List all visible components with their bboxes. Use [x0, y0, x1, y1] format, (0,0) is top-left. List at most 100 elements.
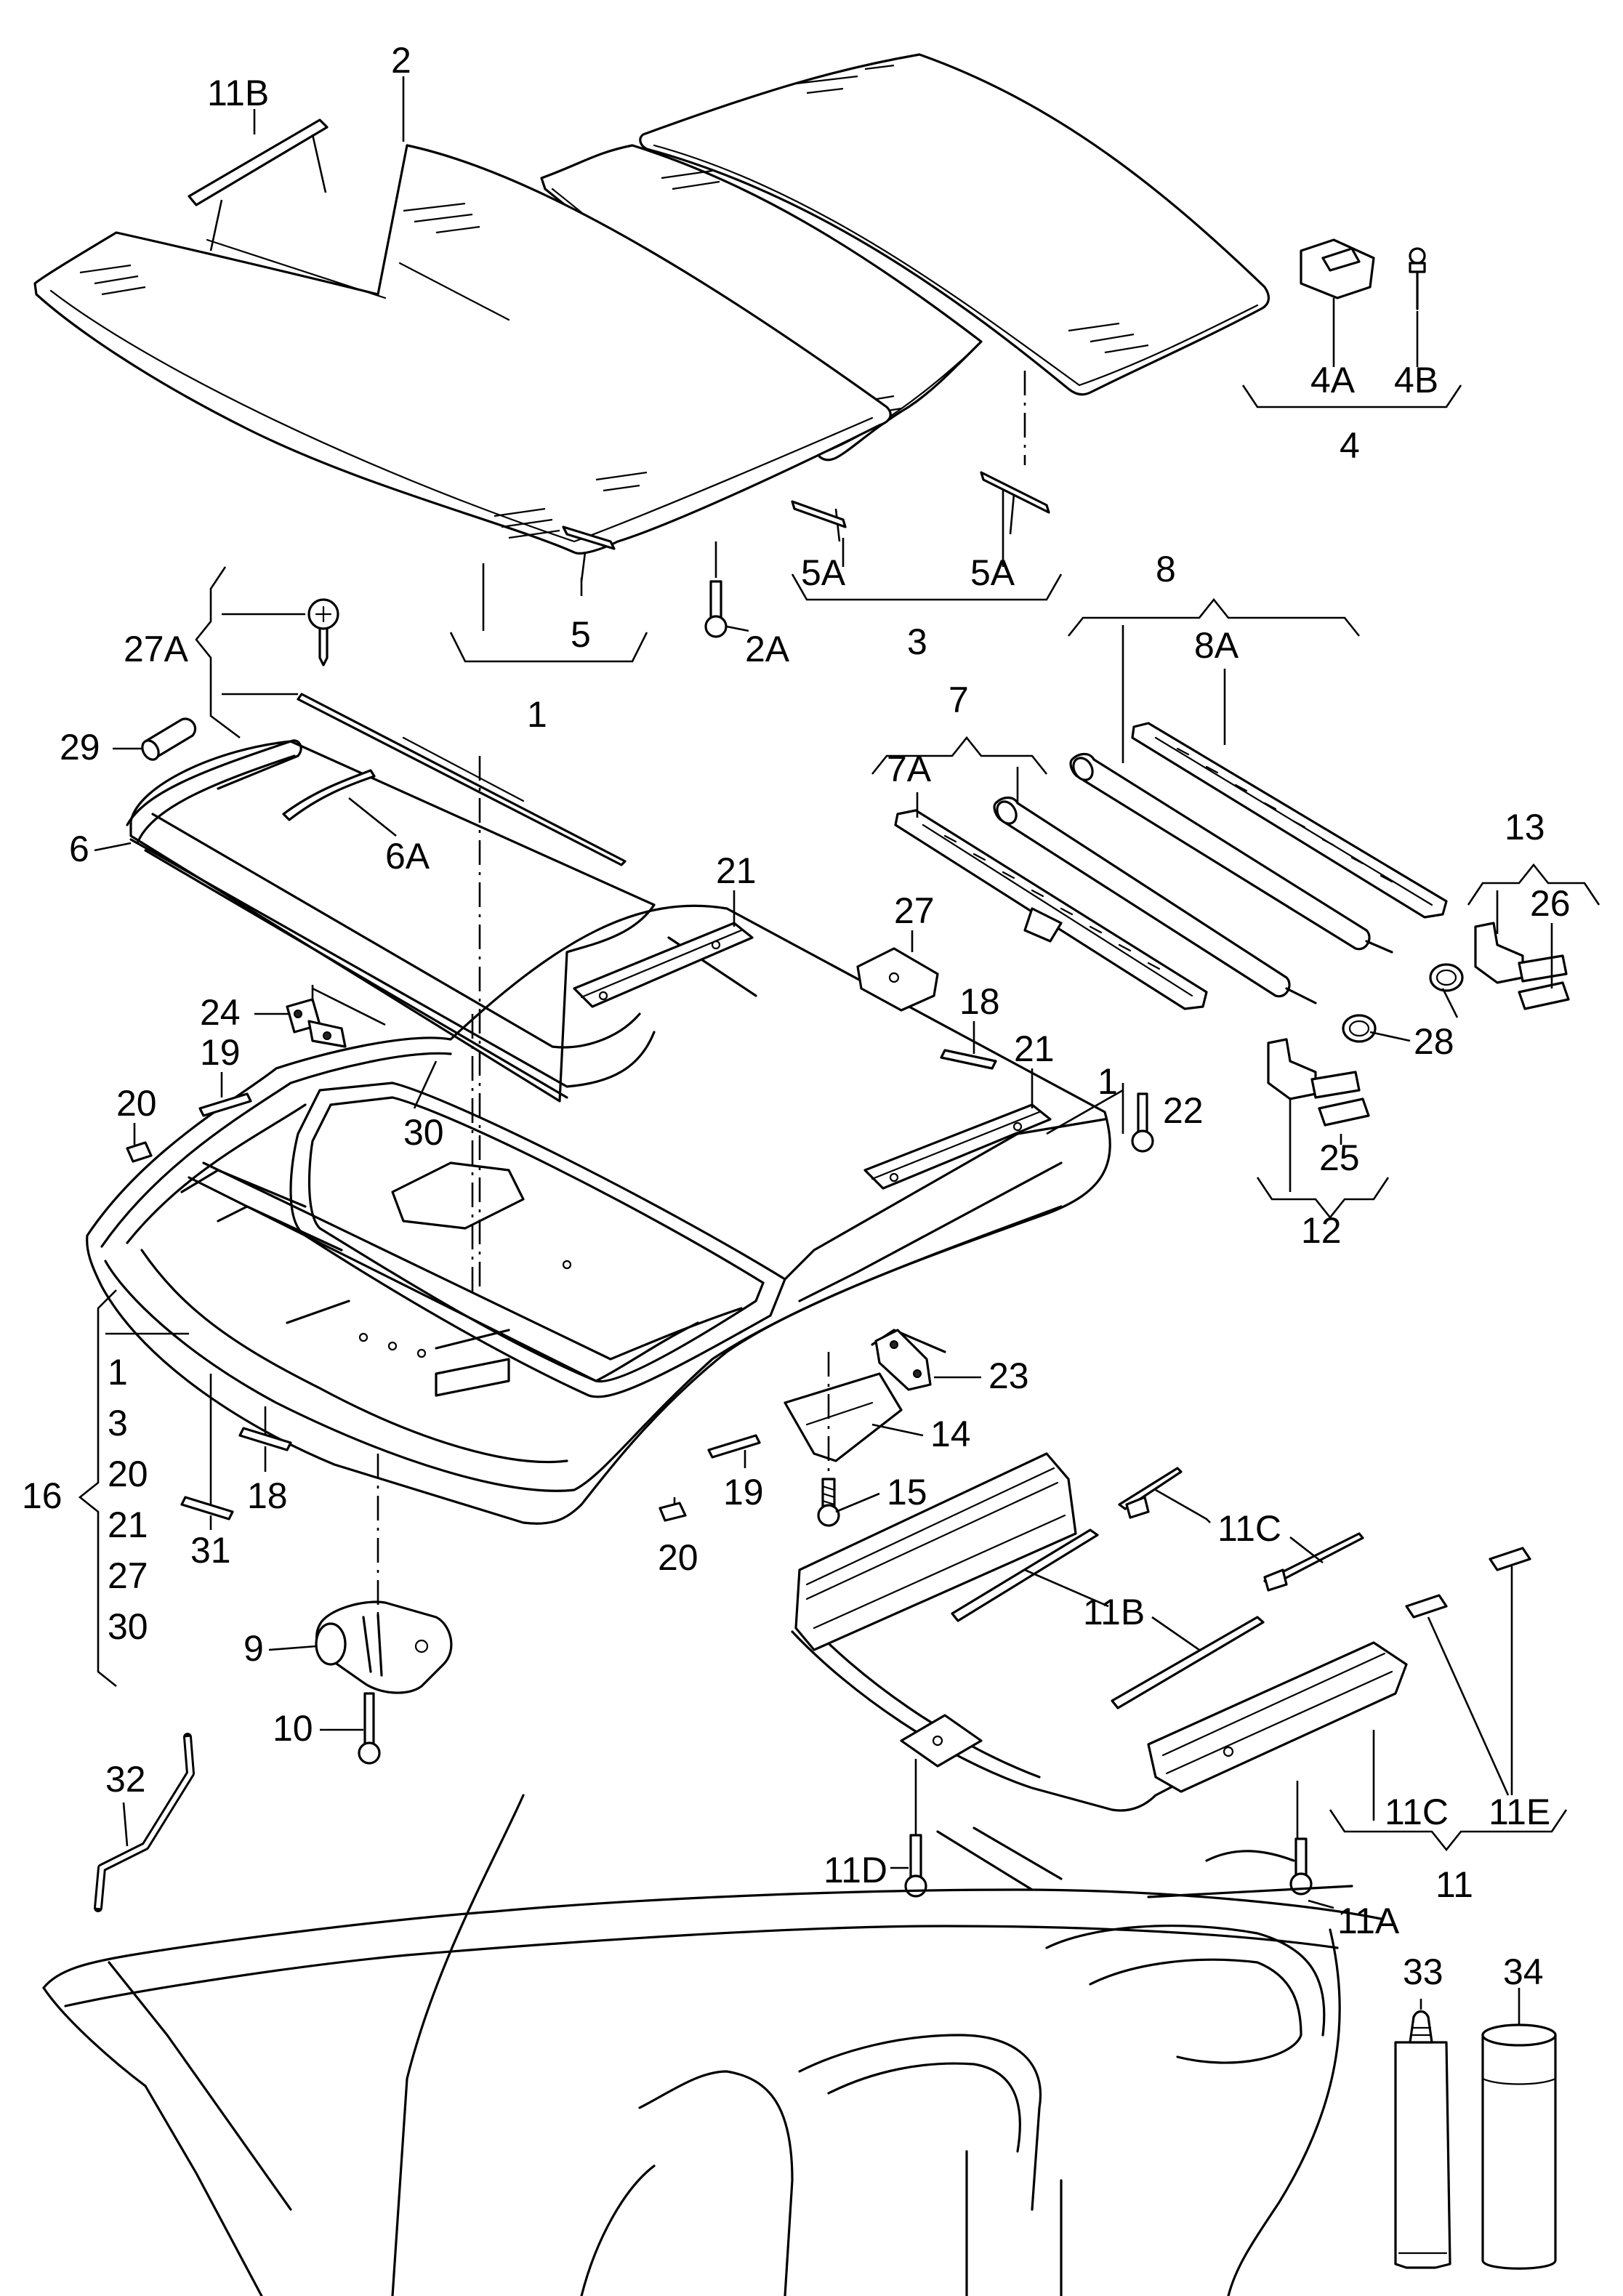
- bolt-22: [1131, 1092, 1154, 1153]
- glass-panel-rear: [639, 53, 1270, 396]
- label-21-mid: 21: [1014, 1028, 1055, 1069]
- label-16-20: 20: [108, 1454, 148, 1494]
- sunshade-roll-7: [993, 796, 1317, 1004]
- label-22: 22: [1163, 1090, 1204, 1131]
- bracket-24: [286, 998, 347, 1048]
- leader-lines: [78, 76, 1600, 2024]
- strip-27a: [297, 693, 627, 866]
- bolt-11d: [904, 1834, 927, 1898]
- bolt-15: [817, 1478, 840, 1527]
- label-3: 3: [907, 621, 927, 662]
- bracket-23: [874, 1329, 932, 1391]
- label-5: 5: [571, 614, 591, 655]
- label-20-low: 20: [658, 1537, 698, 1578]
- label-12: 12: [1301, 1210, 1342, 1251]
- label-11: 11: [1435, 1864, 1473, 1905]
- label-4: 4: [1340, 425, 1360, 466]
- ring-28: [1342, 963, 1464, 1043]
- motor-9: [315, 1600, 453, 1694]
- clip-26: [1518, 981, 1570, 1010]
- pad-18-low: [238, 1427, 292, 1451]
- bracket-27: [856, 947, 939, 1012]
- label-33: 33: [1403, 1951, 1443, 1992]
- label-11d: 11D: [823, 1850, 887, 1890]
- clip-11c: [1118, 1467, 1364, 1592]
- label-16-30: 30: [108, 1606, 148, 1647]
- pad-19-left: [198, 1092, 252, 1117]
- clip-13: [1474, 922, 1568, 984]
- pad-20-left: [126, 1141, 153, 1163]
- pad-11e: [1405, 1547, 1531, 1619]
- label-25: 25: [1319, 1137, 1360, 1178]
- label-34: 34: [1503, 1951, 1544, 1992]
- label-16-27: 27: [108, 1555, 148, 1596]
- label-19-low: 19: [723, 1472, 764, 1512]
- label-11a: 11A: [1337, 1901, 1400, 1941]
- label-4a: 4A: [1310, 360, 1356, 400]
- label-9: 9: [243, 1628, 264, 1669]
- label-5a-right: 5A: [970, 552, 1015, 593]
- label-8: 8: [1156, 549, 1176, 589]
- label-18-top: 18: [959, 981, 1000, 1022]
- label-2a: 2A: [745, 629, 790, 669]
- label-15: 15: [887, 1472, 927, 1512]
- sunshade-roll-8: [1069, 752, 1393, 954]
- screw-2a: [704, 580, 728, 638]
- label-16-1: 1: [108, 1352, 128, 1393]
- label-1-top: 1: [527, 694, 547, 735]
- label-11c-mid: 11C: [1217, 1508, 1281, 1549]
- frame-6: [126, 739, 757, 1103]
- label-20-left: 20: [116, 1083, 157, 1124]
- label-13: 13: [1505, 807, 1545, 847]
- pad-20-low: [659, 1502, 687, 1522]
- label-11b-low: 11B: [1083, 1592, 1145, 1632]
- bolt-4b: [1409, 247, 1426, 367]
- bracket-14: [784, 1372, 903, 1462]
- label-11c-low: 11C: [1385, 1792, 1449, 1832]
- tube-29: [141, 717, 197, 761]
- label-26: 26: [1530, 883, 1571, 924]
- label-7: 7: [949, 680, 969, 720]
- seal-6a: [282, 769, 376, 821]
- pad-19-low: [707, 1434, 761, 1459]
- label-5a-left: 5A: [801, 552, 846, 593]
- label-2: 2: [391, 40, 411, 81]
- label-16-3: 3: [108, 1403, 128, 1443]
- label-23: 23: [988, 1356, 1029, 1396]
- adhesive-tube-33: [1394, 2010, 1451, 2269]
- label-27a: 27A: [124, 629, 189, 669]
- label-18-low: 18: [247, 1475, 288, 1516]
- clip-25: [1318, 1097, 1370, 1127]
- can-34: [1481, 2023, 1557, 2270]
- bolt-11a: [1289, 1837, 1313, 1896]
- clip-12: [1267, 1038, 1361, 1100]
- mechanism-frame-11: [791, 1452, 1408, 1812]
- label-6: 6: [69, 829, 89, 869]
- label-1-mid: 1: [1098, 1061, 1118, 1102]
- label-29: 29: [60, 727, 100, 768]
- guide-rail-21-top: [573, 922, 754, 1008]
- label-31: 31: [190, 1530, 231, 1571]
- pad-31: [180, 1496, 234, 1520]
- label-10: 10: [273, 1708, 313, 1749]
- sunshade-rail-8a: [1131, 722, 1448, 919]
- label-28: 28: [1414, 1021, 1454, 1062]
- label-6a: 6A: [385, 836, 430, 877]
- seal-strip-11b-top: [188, 118, 329, 251]
- fastener-strip-5a: [791, 471, 1050, 528]
- seal-strip-11b-low: [951, 1528, 1265, 1709]
- part-labels: 11B 2 4A 4B 4 5A 5A 3 5 2A 1 27A 29 6 6A…: [22, 40, 1571, 1992]
- sunshade-rail-7a: [894, 809, 1208, 1010]
- label-24: 24: [200, 992, 241, 1033]
- label-7a: 7A: [887, 749, 932, 789]
- label-11b-top: 11B: [207, 73, 269, 113]
- label-4b: 4B: [1394, 360, 1438, 400]
- label-11e: 11E: [1489, 1792, 1550, 1832]
- label-21-top: 21: [716, 850, 757, 891]
- glass-panel-front: [33, 144, 892, 555]
- clip-4a: [1300, 238, 1375, 367]
- glass-reflection-marks: [795, 64, 1149, 354]
- label-27: 27: [894, 890, 935, 931]
- strip-18-top: [940, 1049, 997, 1070]
